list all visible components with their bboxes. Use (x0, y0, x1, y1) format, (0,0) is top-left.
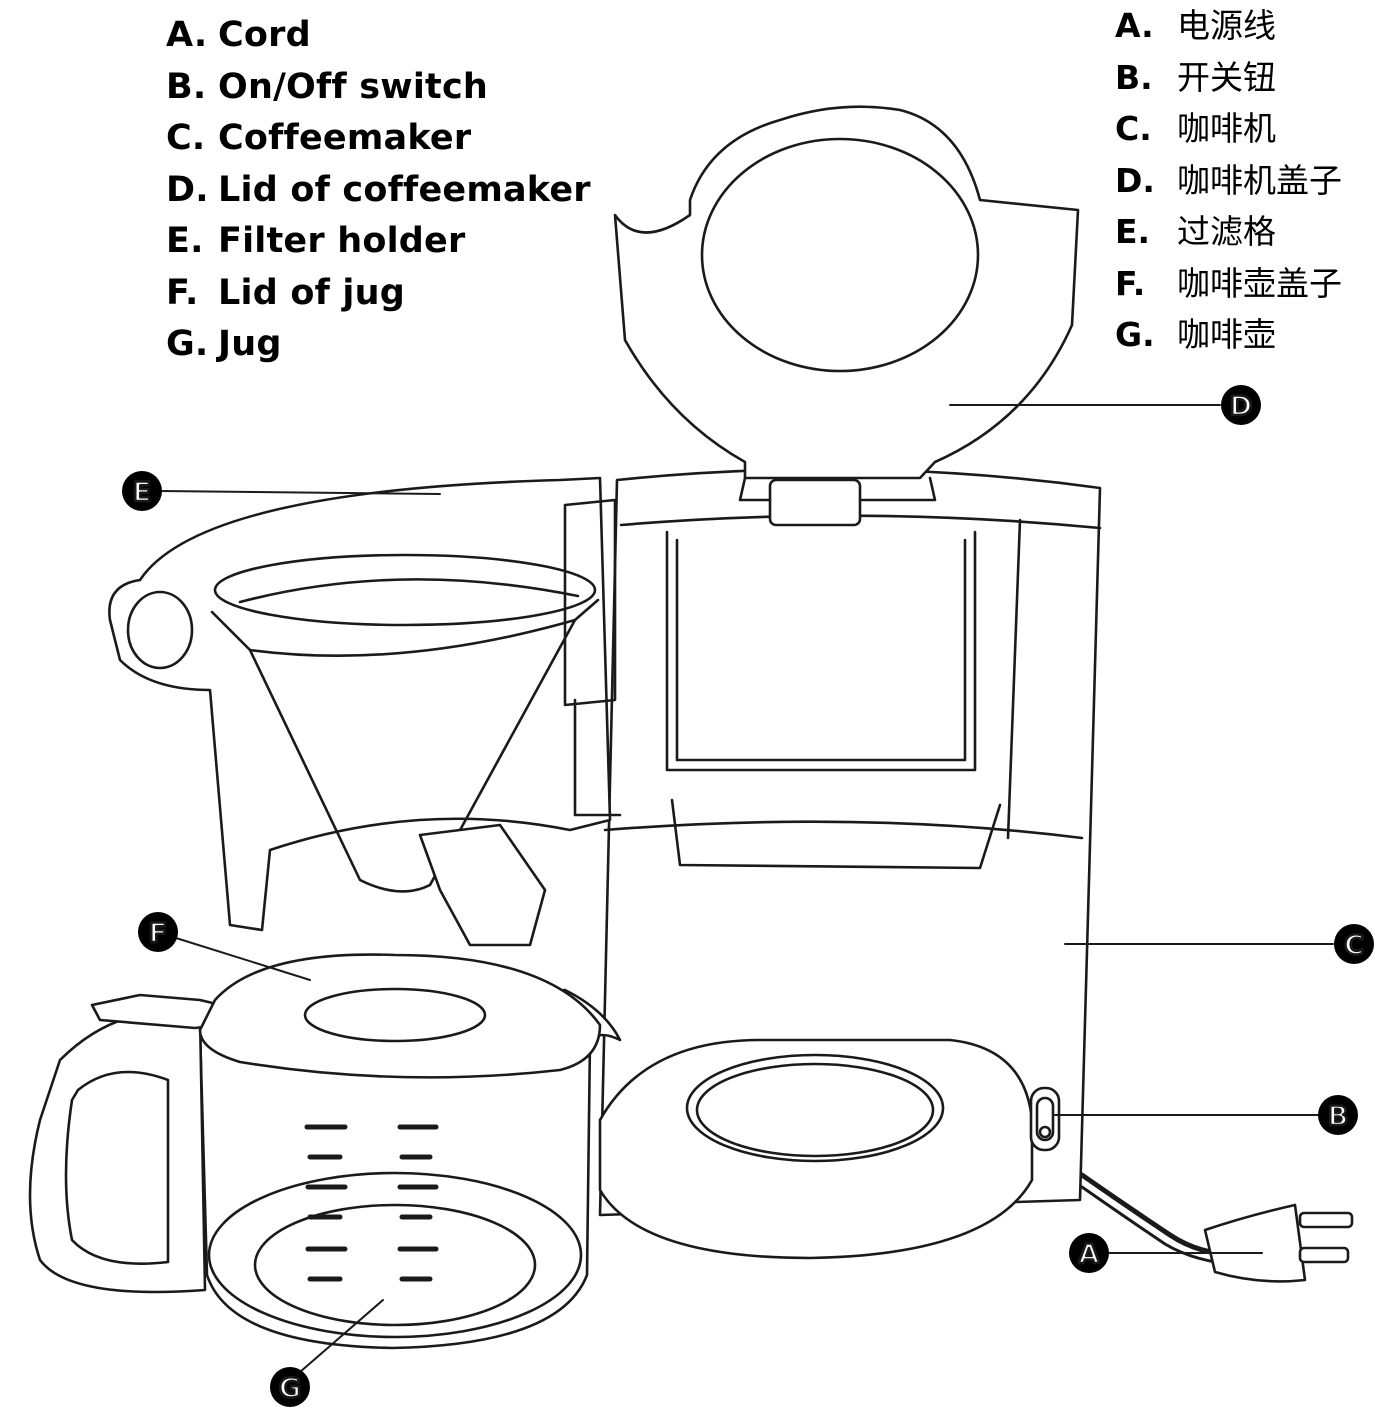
warming-plate (598, 1038, 1034, 1260)
svg-text:A: A (1079, 1239, 1100, 1270)
on-off-switch (1029, 1086, 1061, 1152)
legend-zh-item: D. 咖啡机盖子 (1115, 155, 1342, 207)
legend-letter: D. (1115, 160, 1155, 200)
legend-en-item: F. Lid of jug (166, 268, 591, 320)
svg-text:D: D (1230, 391, 1252, 422)
legend-chinese: A.电源线 B.开关钮 C.咖啡机 D.咖啡机盖子 E.过滤格 F.咖啡壶盖子 … (1115, 0, 1342, 361)
legend-letter: B. (1115, 57, 1153, 97)
legend-zh-item: F. 咖啡壶盖子 (1115, 258, 1342, 310)
legend-zh-item: G. 咖啡壶 (1115, 309, 1342, 361)
callout-f: F (138, 912, 178, 952)
legend-en-item: C. Coffeemaker (166, 113, 591, 165)
legend-zh-item: E. 过滤格 (1115, 206, 1342, 258)
callout-c: C (1334, 924, 1374, 964)
legend-letter: A. (1115, 6, 1154, 45)
legend-en-item: G.Jug (166, 319, 591, 371)
legend-letter: D. (166, 169, 209, 210)
legend-en-item: E. Filter holder (166, 216, 591, 268)
legend-letter: F. (166, 272, 199, 313)
legend-zh-item: A. 电源线 (1115, 0, 1342, 52)
legend-label: On/Off switch (218, 66, 489, 107)
legend-zh-item: B. 开关钮 (1115, 52, 1342, 104)
coffeemaker-lid (613, 105, 1080, 527)
svg-text:B: B (1328, 1101, 1349, 1132)
callout-a: A (1069, 1233, 1109, 1273)
legend-zh-item: C. 咖啡机 (1115, 103, 1342, 155)
legend-label: 咖啡机盖子 (1177, 160, 1342, 200)
callout-d: D (1221, 385, 1261, 425)
svg-text:G: G (279, 1373, 301, 1404)
legend-label: 咖啡壶 (1177, 315, 1276, 354)
legend-label: Jug (218, 324, 282, 364)
legend-label: 电源线 (1177, 6, 1276, 45)
legend-label: 咖啡壶盖子 (1177, 263, 1342, 303)
legend-letter: C. (1115, 109, 1152, 148)
svg-text:E: E (133, 477, 151, 508)
legend-letter: F. (1115, 263, 1146, 303)
legend-label: Filter holder (218, 221, 466, 261)
leader-lines (159, 404, 1334, 1373)
legend-label: 开关钮 (1177, 57, 1276, 97)
svg-text:C: C (1344, 930, 1364, 961)
legend-label: Coffeemaker (218, 118, 472, 158)
legend-label: 咖啡机 (1177, 109, 1276, 148)
legend-label: Cord (218, 15, 311, 55)
legend-label: 过滤格 (1177, 212, 1276, 251)
legend-label: Lid of coffeemaker (218, 169, 591, 210)
legend-en-item: A.Cord (166, 10, 591, 62)
legend-en-item: B. On/Off switch (166, 62, 591, 114)
legend-english: A.Cord B.On/Off switch C.Coffeemaker D.L… (166, 10, 591, 371)
legend-letter: G. (1115, 315, 1155, 354)
legend-letter: G. (166, 324, 209, 364)
cord-plug (1079, 1172, 1354, 1283)
legend-en-item: D.Lid of coffeemaker (166, 165, 591, 217)
legend-letter: E. (1115, 212, 1151, 251)
legend-letter: E. (166, 221, 204, 261)
jug (28, 953, 622, 1350)
callout-e: E (122, 471, 162, 511)
legend-letter: B. (166, 66, 207, 107)
callout-g: G (270, 1367, 310, 1407)
svg-text:F: F (149, 918, 167, 949)
legend-label: Lid of jug (218, 272, 405, 313)
legend-letter: A. (166, 15, 208, 55)
filter-holder (108, 476, 622, 947)
legend-letter: C. (166, 118, 206, 158)
callout-b: B (1318, 1095, 1358, 1135)
